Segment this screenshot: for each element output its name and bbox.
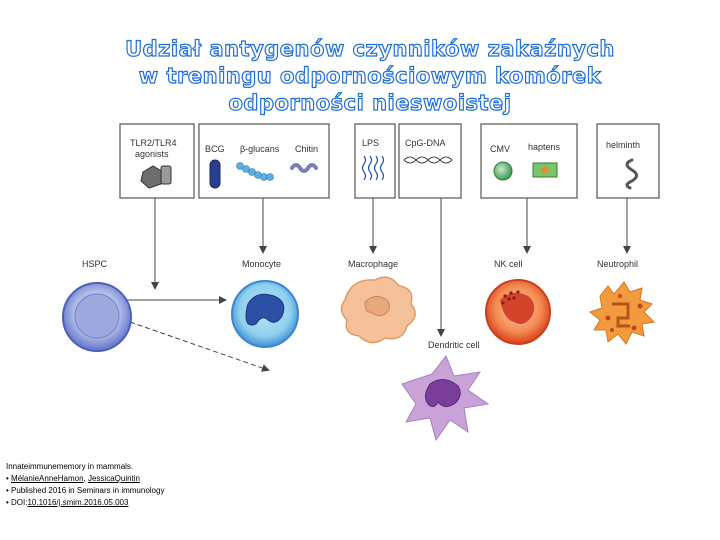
box-tlr-agonists: TLR2/TLR4 agonists: [119, 123, 195, 199]
connector-arrows: [120, 198, 631, 372]
glucans-icon: [236, 162, 274, 181]
box-cmv-haptens: CMV haptens: [480, 123, 578, 199]
helminth-icon: [625, 158, 638, 190]
author-link-hamon[interactable]: MélanieAnneHamon: [11, 474, 84, 483]
citation-authors: • MélanieAnneHamon, JessicaQuintin: [6, 473, 164, 485]
slide-title: Udział antygenów czynników zakaźnych w t…: [90, 36, 650, 117]
box-bcg-glucans-chitin: BCG β-glucans Chitin: [198, 123, 330, 199]
haptens-icon: [532, 162, 558, 178]
citation-published: • Published 2016 in Seminars in immunolo…: [6, 486, 165, 495]
box-cpg-dna: CpG-DNA: [398, 123, 462, 199]
author-link-quintin[interactable]: JessicaQuintin: [87, 474, 141, 483]
hspc-cell-icon: [62, 282, 132, 352]
author-separator: ,: [83, 474, 88, 483]
label-cmv: CMV: [490, 144, 510, 154]
box-helminth: helminth: [596, 123, 660, 199]
citation-title: Innateimmunememory in mammals.: [6, 462, 134, 471]
label-bcg: BCG: [205, 144, 225, 154]
label-neutrophil: Neutrophil: [597, 259, 638, 269]
bcg-icon: [209, 159, 221, 189]
title-line-1: Udział antygenów czynników zakaźnych: [124, 36, 615, 61]
macrophage-cell-icon: [340, 276, 416, 344]
label-tlr: TLR2/TLR4: [130, 138, 177, 148]
neutrophil-cell-icon: [588, 281, 656, 345]
label-chitin: Chitin: [295, 144, 318, 154]
dendritic-cell-icon: [401, 355, 490, 442]
label-hspc: HSPC: [82, 259, 108, 269]
doi-prefix: • DOI:: [6, 498, 28, 507]
label-cpg: CpG-DNA: [405, 138, 446, 148]
nk-cell-icon: [485, 279, 551, 345]
label-macrophage: Macrophage: [348, 259, 398, 269]
title-line-2: w treningu odpornościowym komórek: [138, 63, 602, 88]
doi-link[interactable]: 10.1016/j.smim.2016.05.003: [27, 498, 129, 507]
title-line-3: odporności nieswoistej: [228, 90, 512, 115]
lps-icon: [361, 155, 385, 181]
authors-bullet: •: [6, 474, 12, 483]
label-lps: LPS: [362, 138, 379, 148]
chitin-icon: [290, 163, 318, 173]
dna-icon: [403, 156, 453, 164]
label-haptens: haptens: [528, 142, 561, 152]
label-tlr-agonists: agonists: [135, 149, 169, 159]
label-monocyte: Monocyte: [242, 259, 281, 269]
cmv-icon: [493, 161, 513, 181]
label-dendritic-cell: Dendritic cell: [428, 340, 480, 350]
citation-block: Innateimmunememory in mammals. • Mélanie…: [6, 461, 164, 509]
box-lps: LPS: [354, 123, 396, 199]
label-nk-cell: NK cell: [494, 259, 523, 269]
label-helminth: helminth: [606, 140, 640, 150]
citation-doi: • DOI:10.1016/j.smim.2016.05.003: [6, 497, 164, 509]
monocyte-cell-icon: [231, 280, 299, 348]
tlr-agonist-icon: [140, 165, 172, 189]
label-glucans: β-glucans: [240, 144, 280, 154]
